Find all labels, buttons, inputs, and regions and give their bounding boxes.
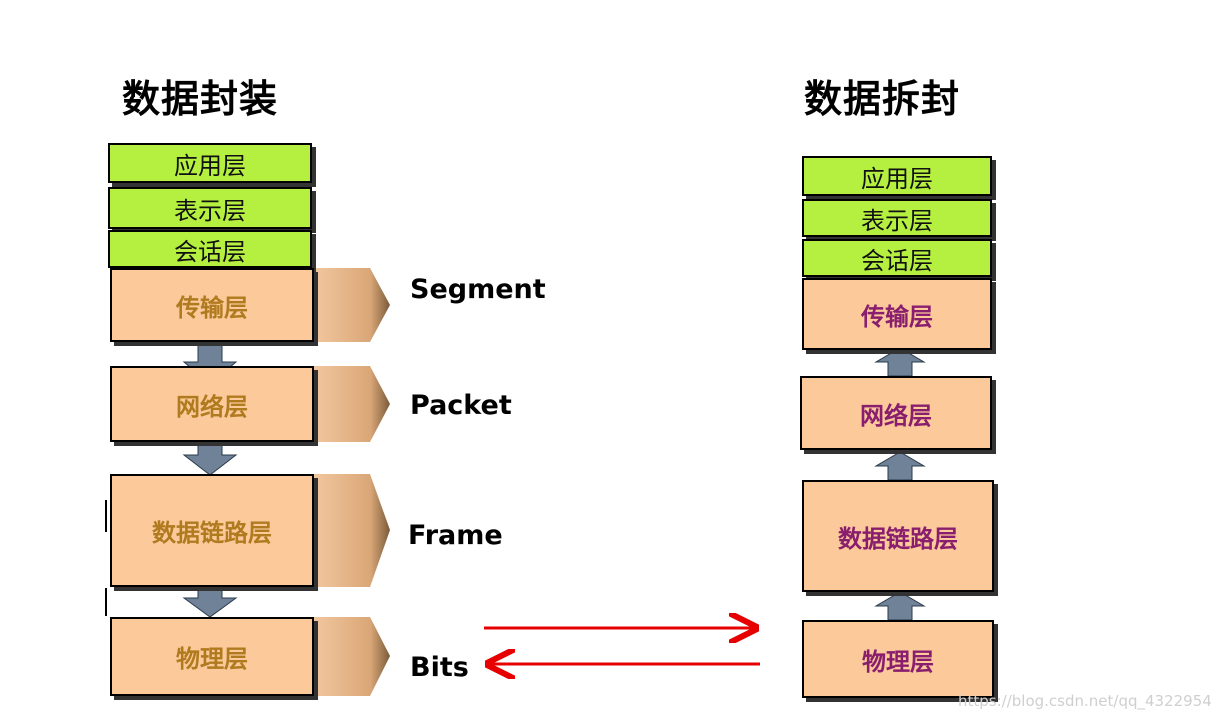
bits-chevron [312,617,390,696]
pdu-frame-label: Frame [408,520,503,551]
enc-physical-layer: 物理层 [110,617,314,696]
dec-network-layer: 网络层 [800,376,992,450]
down-arrow-icon [182,441,238,476]
pdu-segment-label: Segment [410,274,546,305]
up-arrow-icon [874,347,926,377]
dec-session-layer: 会话层 [802,239,992,277]
encapsulation-title: 数据封装 [122,77,279,121]
dec-datalink-layer: 数据链路层 [802,480,994,592]
up-arrow-icon [874,591,926,621]
enc-session-layer: 会话层 [108,230,312,268]
frame-chevron [312,474,390,587]
enc-network-layer: 网络层 [110,366,314,442]
up-arrow-icon [874,451,926,481]
pdu-bits-label: Bits [410,652,469,683]
enc-transport-layer: 传输层 [110,268,314,342]
dec-application-layer: 应用层 [802,156,992,196]
packet-chevron [312,366,390,442]
dec-physical-layer: 物理层 [802,620,994,698]
watermark: https://blog.csdn.net/qq_43229543 [958,692,1211,710]
enc-application-layer: 应用层 [108,143,312,183]
down-arrow-icon [182,585,238,618]
segment-chevron [312,268,390,342]
dec-presentation-layer: 表示层 [802,199,992,237]
dec-transport-layer: 传输层 [802,278,992,350]
enc-datalink-layer: 数据链路层 [110,474,314,587]
enc-presentation-layer: 表示层 [108,187,312,229]
decapsulation-title: 数据拆封 [804,77,961,121]
pdu-packet-label: Packet [410,390,512,421]
